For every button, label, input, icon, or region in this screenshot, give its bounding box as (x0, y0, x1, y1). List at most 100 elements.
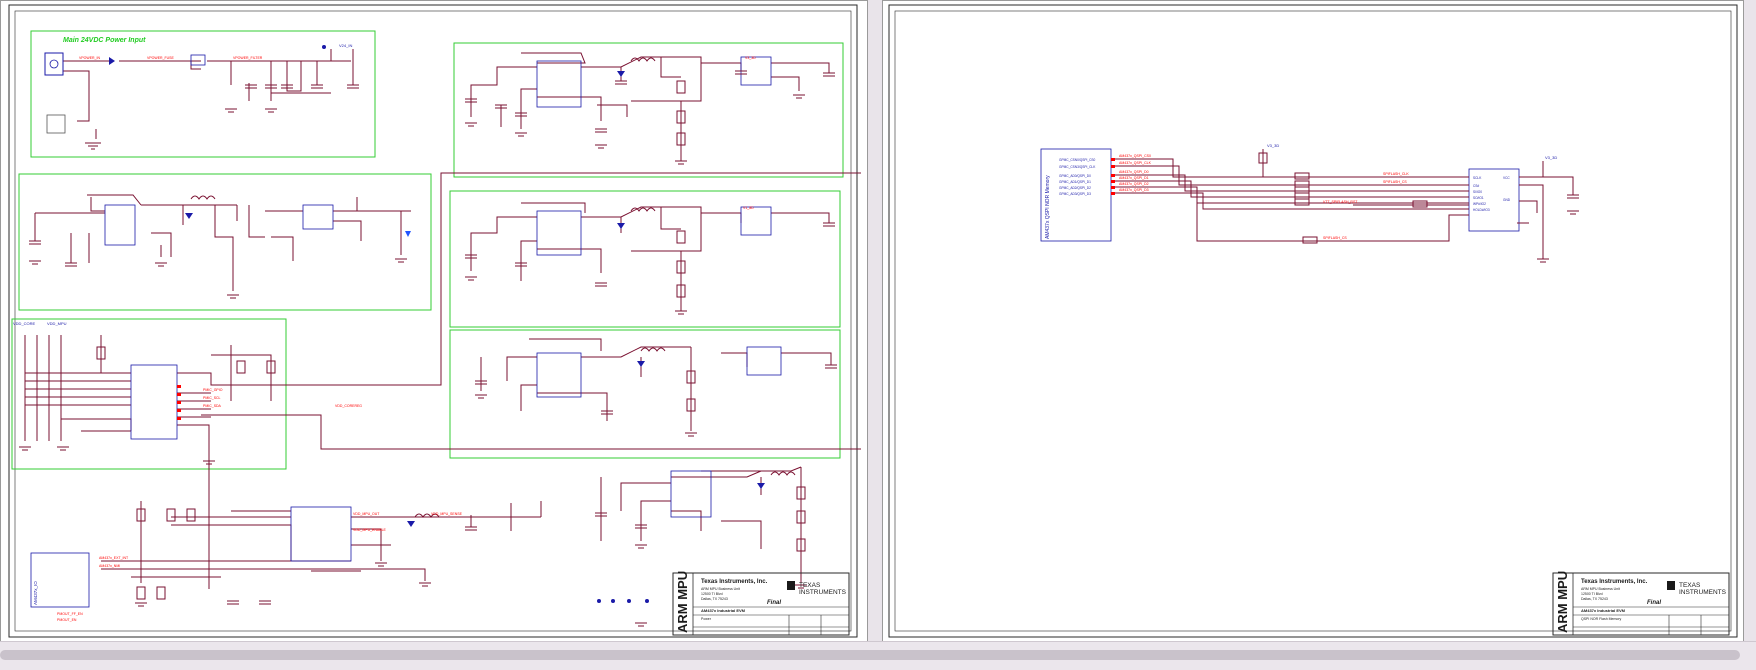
svg-text:AM437x_NMI: AM437x_NMI (99, 564, 120, 568)
power-input-wires (62, 49, 354, 139)
address-line-3: Dallas, TX 75243 (1581, 597, 1608, 601)
svg-text:WP#/IO2: WP#/IO2 (1473, 202, 1486, 206)
svg-text:VDD_MPU_SENSE: VDD_MPU_SENSE (431, 512, 463, 516)
page-title: Power (701, 617, 712, 621)
svg-text:GPMC_AD2/QSPI_D2: GPMC_AD2/QSPI_D2 (1059, 186, 1091, 190)
project-name: AM437x Industrial EVM (701, 608, 746, 613)
am437x-io-symbol (30, 552, 90, 608)
svg-text:V3_3D: V3_3D (745, 56, 756, 60)
company-name: Texas Instruments, Inc. (701, 579, 768, 585)
net-labels: PMIC_GPIO PMIC_SCL PMIC_SDA VDD_MPU_OUT … (57, 56, 756, 622)
ground-symbols (19, 94, 807, 627)
logo-text-2: INSTRUMENTS (799, 589, 847, 596)
svg-text:GPMC_CSN3/QSPI_CLK: GPMC_CSN3/QSPI_CLK (1059, 165, 1096, 169)
svg-text:PMIC_GPIO: PMIC_GPIO (203, 388, 223, 392)
buck-ic-u3 (104, 204, 136, 246)
v3-3d-label-1: V3_3D (1267, 143, 1279, 148)
svg-text:V1_8D: V1_8D (743, 206, 754, 210)
v3-3d-label-2: V3_3D (1545, 155, 1557, 160)
svg-text:VCC: VCC (1503, 176, 1510, 180)
input-capacitors (245, 84, 359, 89)
sheet-inner-border (894, 10, 1732, 632)
regulator-ics (290, 56, 782, 562)
power-schematic-canvas: Main 24VDC Power Input (8, 4, 861, 638)
am437x-qspi-label: AM437x QSPI NOR Memory (1045, 175, 1051, 239)
schematic-sheet-qspi: AM437x QSPI NOR Memory GPMC_CSN0/QSPI_CS… (882, 0, 1744, 642)
v24-rail-label: V24_IN (339, 43, 352, 48)
am437x-pin-names: GPMC_CSN0/QSPI_CS0 GPMC_CSN3/QSPI_CLK GP… (1059, 158, 1096, 196)
page-gap (868, 0, 882, 642)
address-line-3: Dallas, TX 75243 (701, 597, 728, 601)
svg-text:PMOUT_FF_EN: PMOUT_FF_EN (57, 612, 83, 616)
svg-text:GPMC_AD1/QSPI_D1: GPMC_AD1/QSPI_D1 (1059, 180, 1091, 184)
testpoint-icons (597, 599, 649, 603)
resistors (96, 80, 806, 600)
page-title: QSPI NOR Flash Memory (1581, 617, 1622, 621)
svg-text:SO/IO1: SO/IO1 (1473, 196, 1484, 200)
sheet-border (888, 4, 1738, 638)
svg-text:SI/IO0: SI/IO0 (1473, 190, 1482, 194)
svg-text:AM437x_QSPI_CLK: AM437x_QSPI_CLK (1119, 161, 1152, 165)
ldo-ic-u4 (302, 204, 334, 230)
company-name: Texas Instruments, Inc. (1581, 579, 1648, 585)
svg-text:AM437x_QSPI_D1: AM437x_QSPI_D1 (1119, 176, 1149, 180)
qspi-net-labels: AM437x_QSPI_CS0 AM437x_QSPI_CLK AM437x_Q… (1119, 154, 1409, 240)
sheet-border (8, 4, 858, 638)
title-block-power (672, 572, 850, 636)
side-logo: ARM MPU (675, 571, 690, 633)
svg-text:PMIC_SCL: PMIC_SCL (203, 396, 221, 400)
status-final: Final (767, 600, 781, 606)
svg-text:HOLD#/IO3: HOLD#/IO3 (1473, 208, 1490, 212)
svg-text:SCLK: SCLK (1473, 176, 1482, 180)
power-jack-j1 (44, 52, 64, 76)
address-line-1: ARM MPU Business Unit (701, 587, 740, 591)
qspi-grounds (1537, 210, 1579, 263)
vdd-core-label: VDD_CORE (13, 321, 36, 326)
svg-text:AM437x_QSPI_D2: AM437x_QSPI_D2 (1119, 182, 1149, 186)
scrollbar-thumb[interactable] (0, 650, 1740, 660)
right-gutter (1744, 0, 1756, 642)
input-diode (109, 57, 115, 65)
pmic-pin-markers (177, 385, 181, 420)
status-final: Final (1647, 600, 1661, 606)
ti-logo-icon (787, 581, 795, 590)
fuse-f1 (190, 54, 206, 66)
svg-text:PMOUT_EN: PMOUT_EN (57, 618, 77, 622)
logo-text-1: TEXAS (799, 582, 821, 589)
logo-text-2: INSTRUMENTS (1679, 589, 1727, 596)
schottky-diode (185, 213, 193, 219)
green-led (405, 231, 411, 237)
svg-text:GPMC_AD3/QSPI_D3: GPMC_AD3/QSPI_D3 (1059, 192, 1091, 196)
power-net-labels: VPOWER_IN VPOWER_FUSE VPOWER_FILTER (79, 56, 263, 60)
svg-text:SPIFLASH_CS: SPIFLASH_CS (1383, 180, 1407, 184)
power-jack-pin (49, 59, 59, 69)
svg-text:GPMC_CSN0/QSPI_CS0: GPMC_CSN0/QSPI_CS0 (1059, 158, 1096, 162)
pmic-ic-u5 (130, 364, 178, 440)
schematic-sheet-power: Main 24VDC Power Input (0, 0, 868, 642)
svg-text:SPIFLASH_CS: SPIFLASH_CS (1323, 236, 1347, 240)
horizontal-scrollbar[interactable] (0, 641, 1756, 670)
circuit-groups (11, 30, 844, 470)
qspi-schematic-canvas: AM437x QSPI NOR Memory GPMC_CSN0/QSPI_CS… (888, 4, 1738, 638)
project-name: AM437x Industrial EVM (1581, 608, 1626, 613)
address-line-2: 12500 TI Blvd (1581, 592, 1603, 596)
svg-text:VDD_MPU_OUT: VDD_MPU_OUT (353, 512, 380, 516)
power-input-title: Main 24VDC Power Input (63, 37, 146, 44)
qspi-capacitors (1567, 194, 1579, 199)
qspi-wires (1115, 149, 1574, 259)
address-line-2: 12500 TI Blvd (701, 592, 723, 596)
pmic-net-label: VDD_COREREG (335, 404, 362, 408)
svg-text:CS#: CS# (1473, 184, 1479, 188)
svg-text:PMIC_SDA: PMIC_SDA (203, 404, 222, 408)
vdd-mpu-label: VDD_MPU (47, 321, 67, 326)
terminal-block (46, 114, 66, 134)
address-line-1: ARM MPU Business Unit (1581, 587, 1620, 591)
svg-text:VPOWER_IN: VPOWER_IN (79, 56, 100, 60)
buck-3v3-wires (34, 194, 411, 291)
svg-text:AM437x_QSPI_D0: AM437x_QSPI_D0 (1119, 170, 1149, 174)
svg-text:AM437x_EXT_INT: AM437x_EXT_INT (99, 556, 129, 560)
logo-text-1: TEXAS (1679, 582, 1701, 589)
svg-text:GPMC_AD0/QSPI_D0: GPMC_AD0/QSPI_D0 (1059, 174, 1091, 178)
qspi-resistors (1258, 152, 1428, 244)
sheet-inner-border (14, 10, 852, 632)
